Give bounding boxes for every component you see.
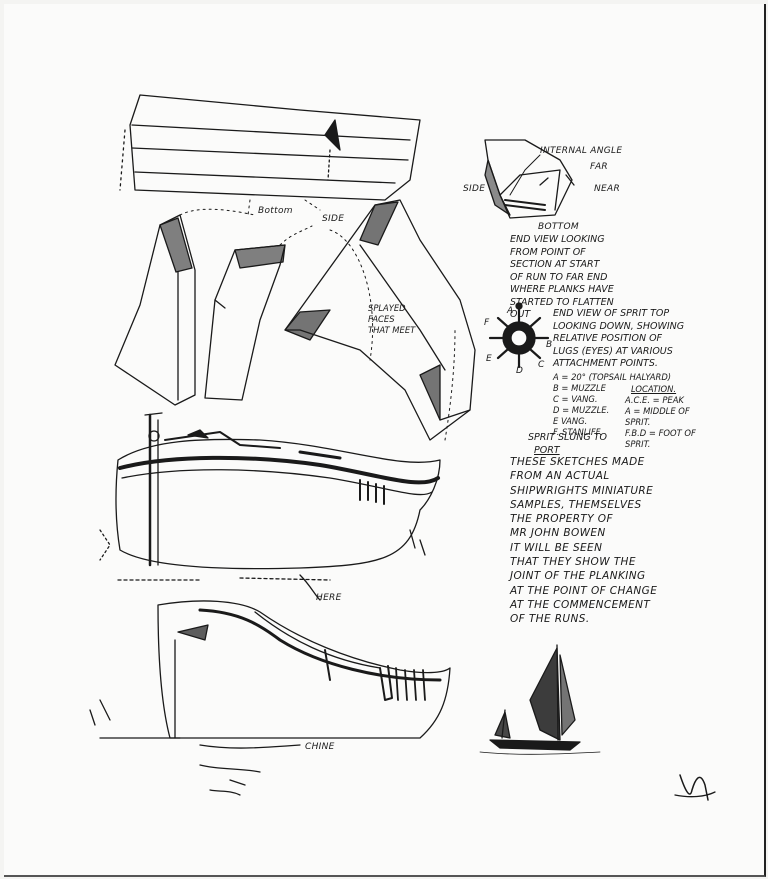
end-view-note: END VIEW LOOKING FROM POINT OF SECTION A… <box>510 234 614 320</box>
label-far: FAR <box>590 162 608 172</box>
sketch-page <box>4 4 766 877</box>
sprit-letter-f: F <box>484 318 490 328</box>
sailing-barge-silhouette <box>479 644 601 755</box>
label-near: NEAR <box>594 184 621 194</box>
end-view-section <box>484 139 575 219</box>
left-plank-piece <box>114 214 196 406</box>
connector-arcs <box>179 199 456 441</box>
upper-bow-drawing <box>99 412 441 601</box>
label-side: SIDE <box>322 214 345 224</box>
right-plank-piece <box>284 199 476 441</box>
label-here: HERE <box>316 593 342 603</box>
lower-bow-drawing <box>89 600 451 796</box>
sprit-note: END VIEW OF SPRIT TOP LOOKING DOWN, SHOW… <box>553 308 685 369</box>
sprit-letter-b: B <box>546 340 553 350</box>
label-side-end: SIDE <box>463 184 486 194</box>
label-bottom-end: BOTTOM <box>538 222 579 232</box>
sprit-letter-a: A <box>507 306 514 316</box>
sprit-slung-note: SPRIT SLUNG TO PORT <box>528 432 608 456</box>
label-internal-angle: INTERNAL ANGLE <box>540 146 623 156</box>
middle-plank-piece <box>204 244 286 401</box>
sprit-letter-d: D <box>516 366 524 376</box>
top-timber-block <box>119 94 421 201</box>
main-description-note: THESE SKETCHES MADE FROM AN ACTUAL SHIPW… <box>510 456 658 626</box>
sprit-letter-c: C <box>538 360 545 370</box>
sprit-points-list: A = 20° (TOPSAIL HALYARD) B = MUZZLE C =… <box>553 372 672 437</box>
label-bottom: Bottom <box>258 206 293 216</box>
label-chine: CHINE <box>305 742 335 752</box>
sprit-letter-e: E <box>486 354 492 364</box>
location-table: LOCATION. A.C.E. = PEAK A = MIDDLE OF SP… <box>625 384 696 449</box>
sprit-section-diagram <box>488 302 550 369</box>
label-splayed-faces: SPLAYED FACES THAT MEET <box>368 303 416 335</box>
artist-signature <box>674 774 716 801</box>
